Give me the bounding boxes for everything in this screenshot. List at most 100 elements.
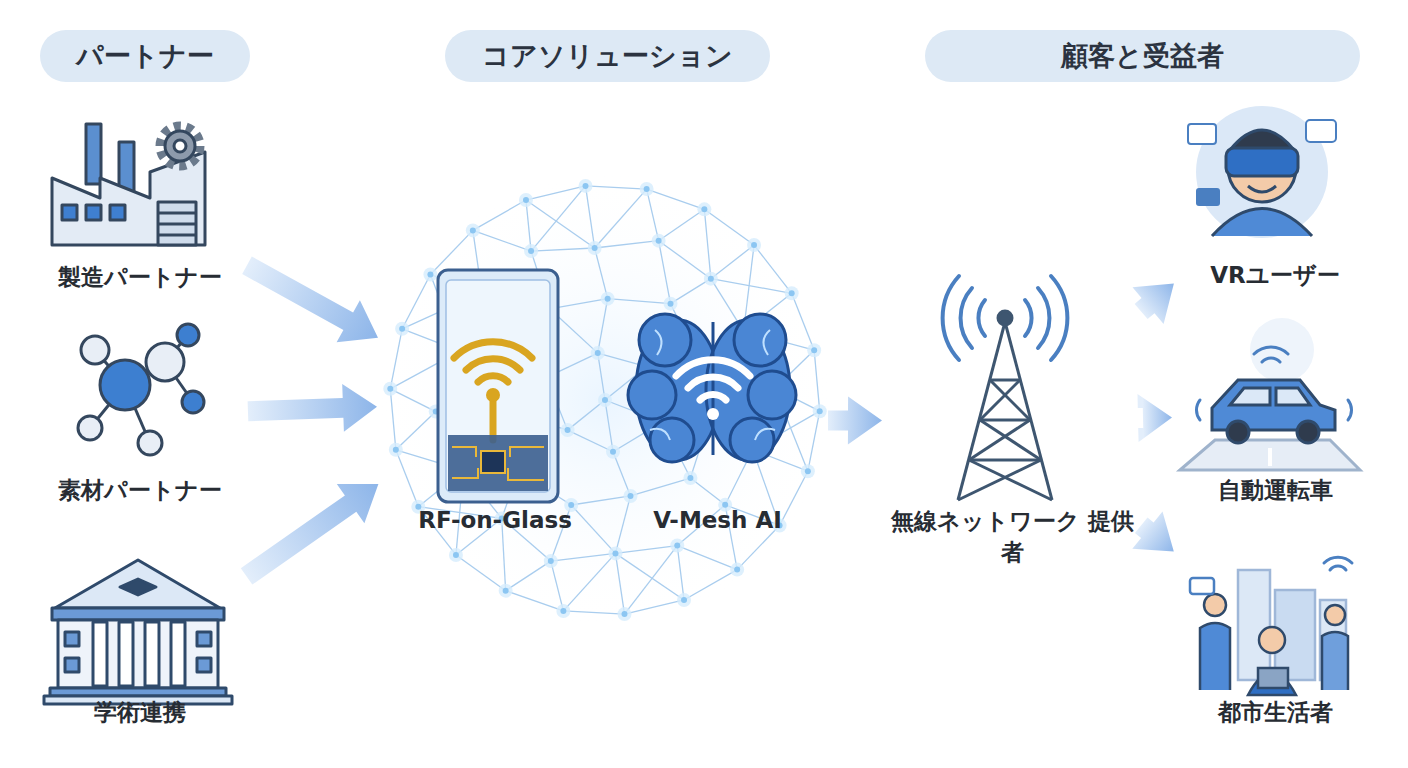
mesh-line [647,189,705,209]
university-icon-part [65,632,79,646]
university-icon-part [58,620,218,688]
radio-tower-icon-part [980,380,1020,420]
header-label: 顧客と受益者 [1061,38,1224,74]
mesh-glow-dot [601,292,615,306]
mesh-line [780,471,808,525]
molecule-icon-part [78,416,102,440]
mesh-dot [751,242,757,248]
university-icon-part [55,560,220,608]
mesh-line [615,546,677,554]
vr-user-icon-part [1306,120,1336,142]
glass-panel-icon-part-part [452,468,478,478]
car-icon-part-part [1254,347,1288,354]
glass-panel-icon-part-part [454,342,532,358]
mesh-line [526,186,586,200]
mesh-line [711,245,754,279]
factory-icon-part [119,142,134,192]
factory-icon-part [158,223,196,226]
mesh-glow-dot [652,234,666,248]
core-solution-node: RF-on-Glass [385,265,605,540]
mesh-line [531,186,585,251]
brain-icon-part [730,418,774,462]
flow-arrow [241,484,379,585]
car-icon-part-part [1196,400,1200,420]
university-icon-part [120,579,156,595]
city-people-icon-part-part [1330,566,1346,570]
vr-user-icon-part [1188,124,1216,144]
mesh-line [551,553,616,561]
factory-icon-part [165,131,195,161]
glass-panel-icon-part-part [510,447,544,457]
mesh-line [613,452,630,496]
radio-tower-icon-part [958,460,1041,500]
mesh-glow-dot [449,548,463,562]
radio-tower-icon-part [969,460,1052,500]
mesh-line [506,561,551,591]
mesh-dot [612,550,618,556]
mesh-dot [722,502,728,508]
mesh-dot [560,608,566,614]
mesh-dot [548,558,554,564]
mesh-line [595,248,608,299]
radio-tower-icon-part-part [1051,276,1067,360]
radio-tower-icon-part [980,420,1041,460]
glass-panel-icon-part [486,388,500,402]
brain-icon-part [639,314,691,366]
glass-panel-icon-part-part [508,468,544,480]
radio-tower-icon-part [980,419,1030,422]
brain-icon-part [712,322,715,455]
mesh-line [704,209,710,278]
mesh-dot [687,475,693,481]
flow-arrow [1132,512,1174,552]
glass-panel-icon-part [448,435,548,491]
university-icon [44,560,232,704]
university-icon-part [65,658,79,672]
mesh-line [677,546,737,570]
mesh-line [390,329,402,389]
flow-arrow [242,257,378,343]
city-people-icon-part [1238,570,1270,680]
mesh-glow-dot [519,193,533,207]
brain-icon-part-part [755,429,775,440]
flow-arrow [828,396,882,444]
mesh-line [711,279,792,294]
mesh-glow-dot [383,382,397,396]
mesh-glow-dot [801,464,815,478]
vr-user-icon-part [1212,209,1312,237]
factory-icon-part [160,126,200,166]
mesh-sphere [383,179,826,621]
mesh-dot [811,347,817,353]
vr-user-icon-part [1226,148,1298,176]
mesh-dot [387,386,393,392]
mesh-line [506,591,564,611]
mesh-glow-dot [556,604,570,618]
mesh-dot [627,493,633,499]
mesh-glow-dot [683,471,697,485]
column-header: 顧客と受益者 [925,30,1360,82]
car-icon-part [1180,440,1360,470]
mesh-line [586,186,647,189]
molecule-icon-part [146,343,184,381]
column-header: パートナー [40,30,250,82]
mesh-glow-dot [395,322,409,336]
mesh-dot [789,290,795,296]
vr-user-icon [1188,106,1336,238]
customer-node: VRユーザー [1180,100,1370,295]
brain-icon-part [650,330,775,440]
factory-icon-part [158,202,196,245]
city-people-icon-part [1200,623,1230,690]
mesh-dot [701,206,707,212]
node-label: 自動運転車 [1218,475,1333,506]
molecule-icon-part [81,336,109,364]
mesh-dot [453,552,459,558]
mesh-glow-dot [704,272,718,286]
car-icon [1180,318,1360,470]
city-people-icon-part [1259,627,1285,653]
mesh-glow-dot [623,489,637,503]
header-label: コアソリューション [482,38,733,74]
mesh-glow-dot [807,343,821,357]
glass-panel-icon-part [481,451,505,473]
brain-icon-part [748,371,796,419]
mesh-dot [565,427,571,433]
